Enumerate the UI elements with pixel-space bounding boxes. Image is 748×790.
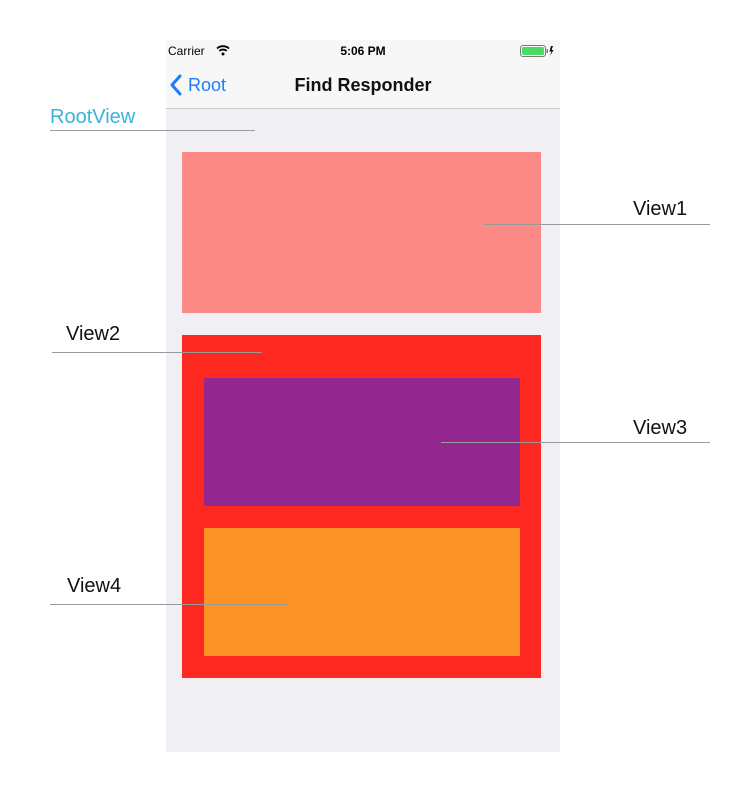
rootview-leader-line xyxy=(50,130,255,131)
back-button[interactable]: Root xyxy=(168,72,226,98)
status-bar: Carrier 5:06 PM xyxy=(166,40,560,62)
view4-label: View4 xyxy=(67,575,122,597)
view2-label: View2 xyxy=(66,323,121,345)
view3-leader-line xyxy=(441,442,710,443)
back-button-label: Root xyxy=(188,74,227,95)
status-time: 5:06 PM xyxy=(340,44,386,58)
battery-charging-icon xyxy=(520,45,554,57)
carrier-label: Carrier xyxy=(168,44,205,58)
view1-leader-line xyxy=(484,224,710,225)
rootview-label: RootView xyxy=(50,106,136,128)
phone-screen: Carrier 5:06 PM Root Find Responder xyxy=(166,40,560,752)
wifi-icon xyxy=(216,45,230,56)
view4-leader-line xyxy=(50,604,288,605)
view1-label: View1 xyxy=(633,198,688,220)
chevron-left-icon xyxy=(170,74,182,96)
view1-box[interactable] xyxy=(182,152,541,313)
navigation-bar: Root Find Responder xyxy=(166,62,560,109)
view4-box[interactable] xyxy=(204,528,520,656)
page-title: Find Responder xyxy=(294,75,432,95)
view2-leader-line xyxy=(52,352,262,353)
view3-label: View3 xyxy=(633,417,688,439)
